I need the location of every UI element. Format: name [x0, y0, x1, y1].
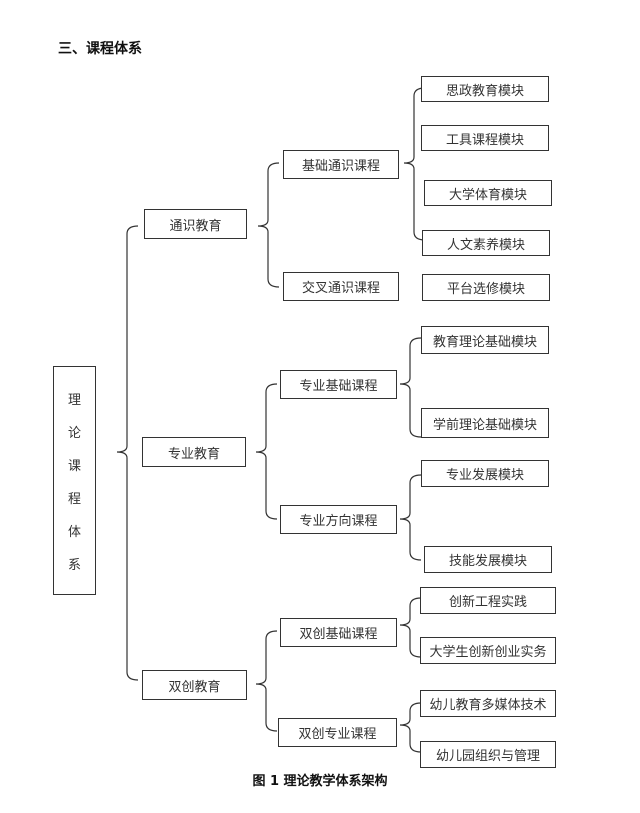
module-entrepreneurship: 大学生创新创业实务	[420, 637, 556, 664]
module-innovation-practice: 创新工程实践	[420, 587, 556, 614]
root-char: 论	[67, 425, 81, 441]
curly-brace-connector	[399, 337, 422, 438]
module-preschool-theory: 学前理论基础模块	[421, 408, 549, 438]
node-innovation-basic-courses: 双创基础课程	[280, 618, 397, 647]
curly-brace-connector	[399, 474, 422, 561]
module-platform-elective: 平台选修模块	[422, 274, 550, 301]
figure-caption: 图 1 理论教学体系架构	[252, 774, 388, 789]
node-basic-general-courses: 基础通识课程	[283, 150, 399, 179]
node-professional-education: 专业教育	[142, 437, 246, 467]
node-innovation-professional-courses: 双创专业课程	[278, 718, 397, 747]
curly-brace-connector	[399, 702, 422, 753]
module-skill-development: 技能发展模块	[424, 546, 552, 573]
curly-brace-connector	[116, 225, 139, 681]
module-ideology: 思政教育模块	[421, 76, 549, 102]
curly-brace-connector	[399, 597, 422, 658]
module-kindergarten-management: 幼儿园组织与管理	[420, 741, 556, 768]
root-char: 课	[67, 458, 81, 474]
curly-brace-connector	[403, 87, 426, 241]
root-char: 程	[67, 491, 81, 507]
module-multimedia: 幼儿教育多媒体技术	[420, 690, 556, 717]
root-char: 体	[67, 524, 81, 540]
node-professional-basic-courses: 专业基础课程	[280, 370, 397, 399]
root-char: 系	[67, 557, 81, 573]
module-tools: 工具课程模块	[421, 125, 549, 151]
root-node-theory-curriculum: 理 论 课 程 体 系	[53, 366, 96, 595]
curly-brace-connector	[257, 162, 280, 288]
module-professional-development: 专业发展模块	[421, 460, 549, 487]
section-heading: 三、课程体系	[58, 41, 142, 57]
module-humanities: 人文素养模块	[422, 230, 550, 256]
module-education-theory: 教育理论基础模块	[421, 326, 549, 354]
curly-brace-connector	[255, 383, 278, 520]
node-general-education: 通识教育	[144, 209, 247, 239]
node-professional-direction-courses: 专业方向课程	[280, 505, 397, 534]
module-pe: 大学体育模块	[424, 180, 552, 206]
root-char: 理	[67, 392, 81, 408]
curly-brace-connector	[255, 630, 278, 732]
node-cross-general-courses: 交叉通识课程	[283, 272, 399, 301]
node-innovation-education: 双创教育	[142, 670, 247, 700]
